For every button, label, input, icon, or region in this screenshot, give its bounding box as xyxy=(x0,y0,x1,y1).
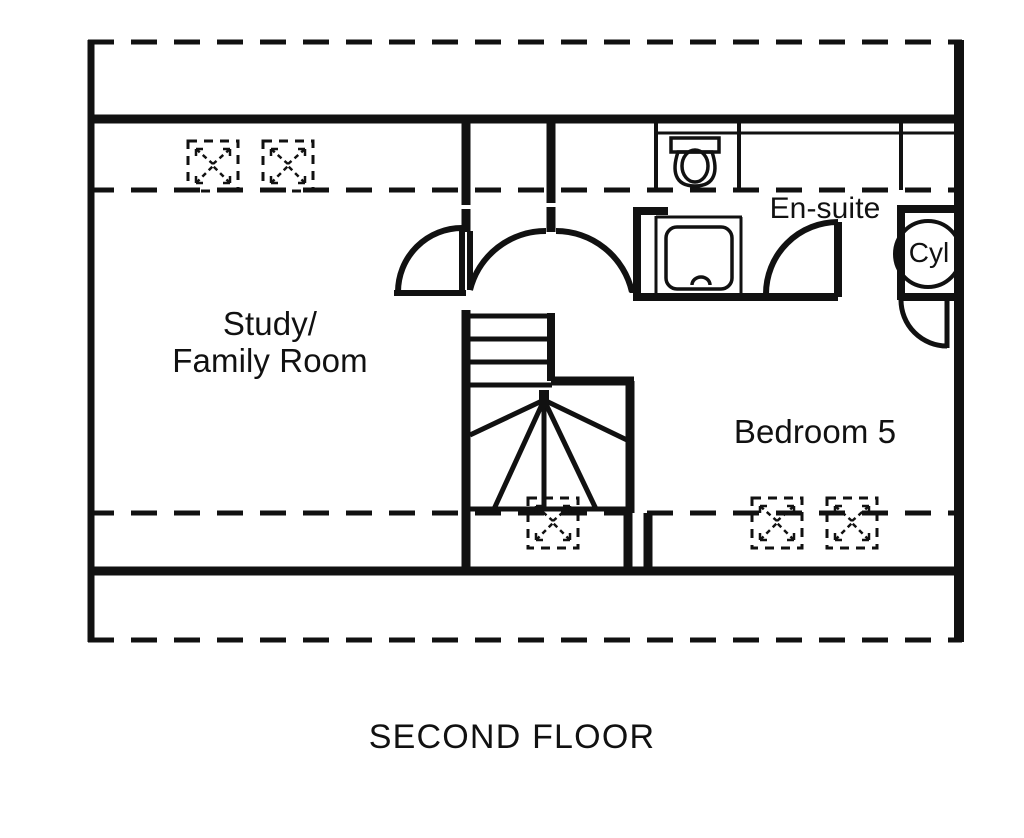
rooflight-5-tip-ne xyxy=(862,504,871,513)
shower-drain xyxy=(690,275,712,286)
room-label-study-line2: Family Room xyxy=(172,341,368,379)
door-arc-cylinder xyxy=(898,299,948,349)
stair-winder-4 xyxy=(541,398,599,511)
rooflight-1-arrows xyxy=(195,148,231,184)
rooflight-4-tip-sw xyxy=(758,533,767,542)
rooflight-3 xyxy=(526,496,580,550)
room-label-study-line1: Study/ xyxy=(222,305,318,342)
floor-plan-title: SECOND FLOOR xyxy=(368,718,656,756)
shower-tray xyxy=(664,225,734,291)
rooflight-5-tip-sw xyxy=(833,533,842,542)
rooflight-3-tip-se xyxy=(563,533,572,542)
cylinder-circle xyxy=(893,219,963,289)
staircase xyxy=(468,313,629,512)
door-ensuite xyxy=(763,219,839,295)
rooflight-1-tip-sw xyxy=(194,176,203,185)
door-swings xyxy=(394,219,950,349)
door-arc-landing-right xyxy=(555,228,635,293)
rooflight-2-arrows xyxy=(270,148,306,184)
toilet-seat xyxy=(680,148,710,184)
rooflight-3-tip-sw xyxy=(534,533,543,542)
rooflight-3-tip-ne xyxy=(563,504,572,513)
door-arc-landing-left xyxy=(467,227,547,291)
toilet-pan xyxy=(673,150,717,188)
rooflight-2-tip-se xyxy=(298,176,307,185)
rooflight-5-frame xyxy=(825,496,879,550)
door-arc-ensuite xyxy=(763,219,839,295)
rooflight-5 xyxy=(825,496,879,550)
room-label-cylinder: Cyl xyxy=(908,237,950,268)
rooflight-4-frame xyxy=(750,496,804,550)
door-landing-left xyxy=(467,227,547,291)
stair-winder-2 xyxy=(491,398,547,511)
rooflight-symbols xyxy=(186,139,879,550)
rooflight-4-tip-nw xyxy=(758,504,767,513)
door-study xyxy=(394,225,466,296)
toilet-fixture xyxy=(669,136,721,188)
rooflight-4 xyxy=(750,496,804,550)
cylinder-symbol xyxy=(893,219,963,289)
rooflight-5-tip-se xyxy=(862,533,871,542)
room-label-bedroom5: Bedroom 5 xyxy=(733,413,897,450)
rooflight-3-tip-nw xyxy=(534,504,543,513)
room-label-study: Study/Family Room xyxy=(92,305,448,380)
room-label-ensuite: En-suite xyxy=(769,192,881,225)
rooflight-2 xyxy=(261,139,315,193)
rooflight-2-frame xyxy=(261,139,315,193)
rooflight-1 xyxy=(186,139,240,193)
rooflight-5-arrows xyxy=(834,505,870,541)
rooflight-2-tip-nw xyxy=(269,147,278,156)
rooflight-3-arrows xyxy=(535,505,571,541)
door-landing-right xyxy=(555,228,636,293)
rooflight-4-arrows xyxy=(759,505,795,541)
rooflight-1-tip-ne xyxy=(223,147,232,156)
shower-fixture xyxy=(664,225,734,291)
rooflight-4-tip-se xyxy=(787,533,796,542)
door-cylinder xyxy=(898,297,950,349)
structural-walls xyxy=(87,40,964,642)
rooflight-2-tip-sw xyxy=(269,176,278,185)
rooflight-4-tip-ne xyxy=(787,504,796,513)
stair-newel-post xyxy=(539,390,549,406)
door-arc-study xyxy=(395,225,463,293)
stair-winder-5 xyxy=(542,397,629,443)
rooflight-1-tip-nw xyxy=(194,147,203,156)
stair-winder-1 xyxy=(468,397,546,438)
rooflight-2-tip-ne xyxy=(298,147,307,156)
rooflight-1-tip-se xyxy=(223,176,232,185)
rooflight-1-frame xyxy=(186,139,240,193)
rooflight-3-frame xyxy=(526,496,580,550)
rooflight-5-tip-nw xyxy=(833,504,842,513)
